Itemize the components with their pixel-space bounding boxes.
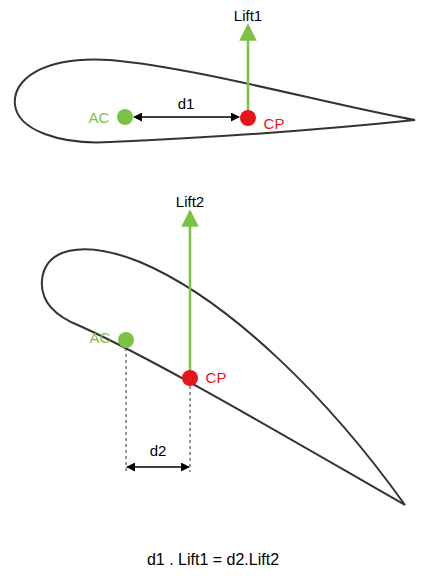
equation-label: d1 . Lift1 = d2.Lift2 <box>147 551 279 569</box>
ac-dot <box>117 109 133 125</box>
dashed-guide <box>190 386 191 472</box>
distance-arrow <box>127 466 189 468</box>
dimension-label: d1 <box>178 96 195 113</box>
dimension-label: d2 <box>150 443 167 460</box>
point-label: AC <box>89 110 110 127</box>
force-label: Lift1 <box>234 8 262 25</box>
point-label: CP <box>206 370 227 387</box>
force-label: Lift2 <box>176 194 204 211</box>
lift-arrow <box>247 32 250 112</box>
point-label: CP <box>264 116 285 133</box>
lift-arrow <box>189 218 192 372</box>
point-label: AC <box>90 330 111 347</box>
cp-dot <box>240 110 256 126</box>
ac-dot <box>118 332 134 348</box>
airfoil-outline <box>15 60 415 143</box>
dashed-guide <box>126 348 127 472</box>
cp-dot <box>182 370 198 386</box>
distance-arrow <box>134 116 239 118</box>
airfoil-outline <box>42 249 405 505</box>
